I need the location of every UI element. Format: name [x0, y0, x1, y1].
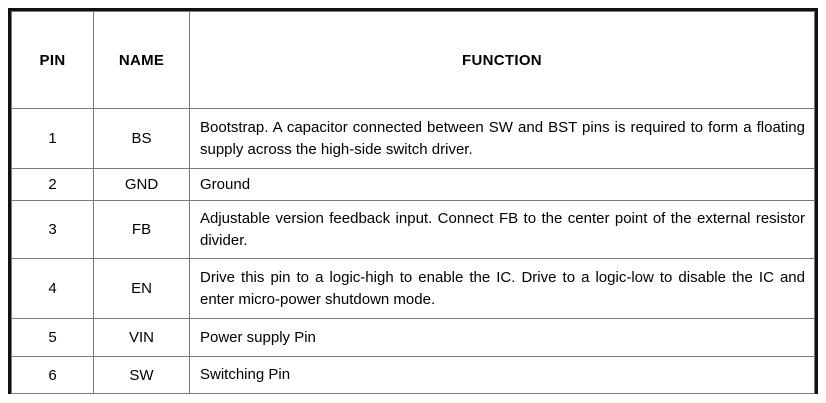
cell-pin-function: Ground: [189, 168, 815, 201]
cell-pin-name: BS: [93, 108, 190, 169]
cell-pin-function: Drive this pin to a logic-high to enable…: [189, 258, 815, 319]
table-row: 1 BS Bootstrap. A capacitor connected be…: [11, 108, 815, 169]
cell-pin-name: EN: [93, 258, 190, 319]
column-header-name: NAME: [93, 11, 190, 109]
cell-pin-number: 6: [11, 356, 94, 394]
cell-pin-name: VIN: [93, 318, 190, 357]
pin-description-table: PIN NAME FUNCTION 1 BS Bootstrap. A capa…: [8, 8, 818, 394]
column-header-pin: PIN: [11, 11, 94, 109]
cell-pin-number: 1: [11, 108, 94, 169]
table-row: 2 GND Ground: [11, 168, 815, 201]
cell-pin-function: Switching Pin: [189, 356, 815, 394]
column-header-function: FUNCTION: [189, 11, 815, 109]
cell-pin-function: Bootstrap. A capacitor connected between…: [189, 108, 815, 169]
table-header: PIN NAME FUNCTION: [11, 11, 815, 109]
cell-pin-name: FB: [93, 200, 190, 259]
table-row: 6 SW Switching Pin: [11, 356, 815, 394]
table-header-row: PIN NAME FUNCTION: [11, 11, 815, 109]
pin-table: PIN NAME FUNCTION 1 BS Bootstrap. A capa…: [11, 11, 815, 394]
table-row: 4 EN Drive this pin to a logic-high to e…: [11, 258, 815, 319]
table-body: 1 BS Bootstrap. A capacitor connected be…: [11, 108, 815, 394]
table-row: 5 VIN Power supply Pin: [11, 318, 815, 357]
cell-pin-function: Adjustable version feedback input. Conne…: [189, 200, 815, 259]
cell-pin-function: Power supply Pin: [189, 318, 815, 357]
cell-pin-number: 2: [11, 168, 94, 201]
cell-pin-number: 5: [11, 318, 94, 357]
table-row: 3 FB Adjustable version feedback input. …: [11, 200, 815, 259]
cell-pin-number: 3: [11, 200, 94, 259]
cell-pin-name: GND: [93, 168, 190, 201]
cell-pin-name: SW: [93, 356, 190, 394]
cell-pin-number: 4: [11, 258, 94, 319]
